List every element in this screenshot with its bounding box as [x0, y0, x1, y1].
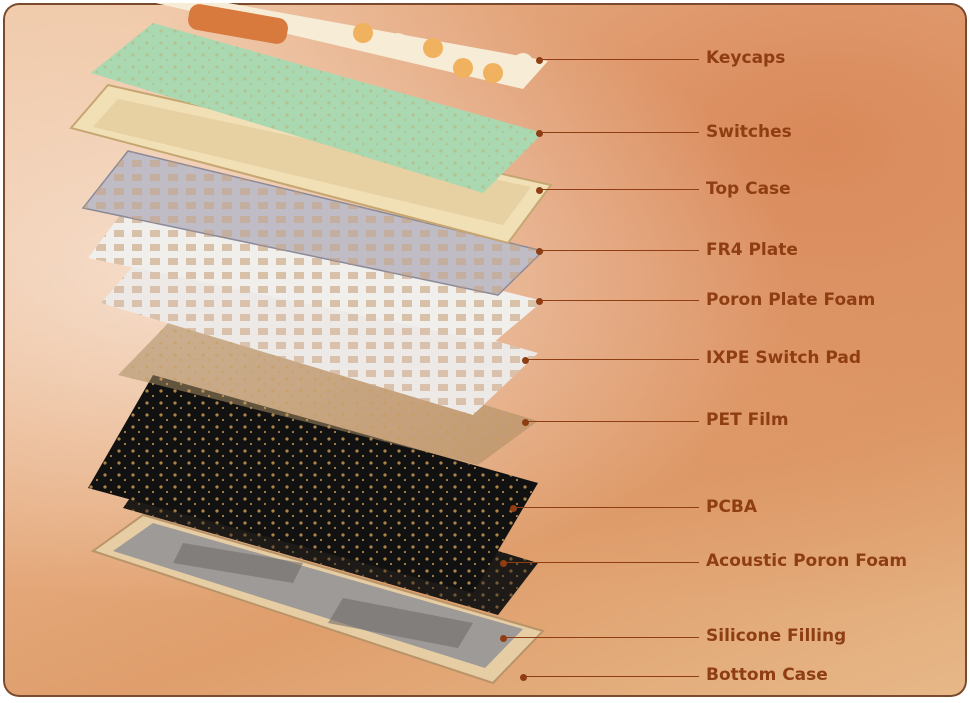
- top-case-shape: [69, 83, 553, 245]
- layer-label-keycaps: Keycaps: [706, 48, 786, 68]
- layer-label-silicone-filling: Silicone Filling: [706, 626, 847, 646]
- keycaps-shape: [155, 3, 548, 89]
- exploded-view-illustration: [69, 3, 553, 685]
- layer-label-ixpe-switch-pad: IXPE Switch Pad: [706, 348, 862, 368]
- layer-label-top-case: Top Case: [706, 179, 791, 199]
- layer-label-pet-film: PET Film: [706, 410, 789, 430]
- layer-label-poron-plate-foam: Poron Plate Foam: [706, 290, 876, 310]
- layer-label-fr4-plate: FR4 Plate: [706, 240, 798, 260]
- layer-label-bottom-case: Bottom Case: [706, 665, 828, 685]
- layer-label-acoustic-poron-foam: Acoustic Poron Foam: [706, 551, 908, 571]
- layer-label-pcba: PCBA: [706, 497, 758, 517]
- switches-shape: [91, 23, 543, 193]
- exploded-keyboard-diagram: Keycaps Switches Top Case FR4 Plate Poro…: [3, 3, 967, 697]
- layer-label-switches: Switches: [706, 122, 792, 142]
- bottom-case-shape: [90, 513, 545, 685]
